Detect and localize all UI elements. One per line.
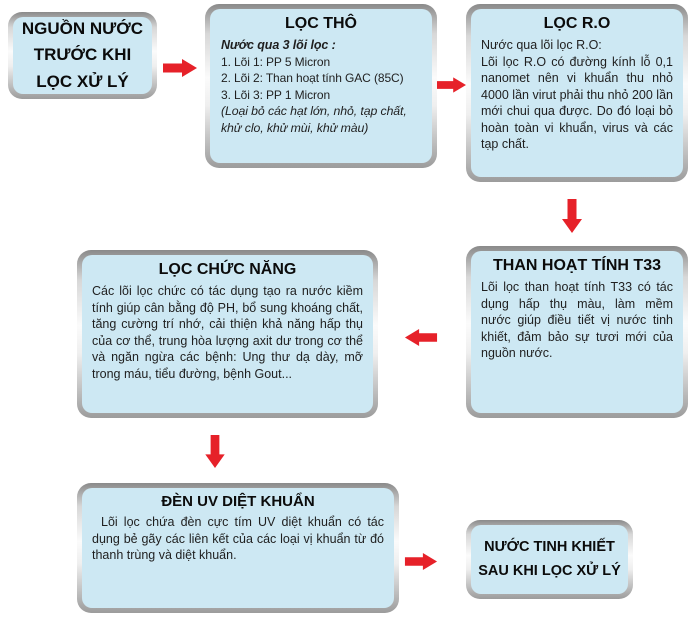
flow-arrow-ro-to-t33 xyxy=(562,199,582,233)
ro-filter-intro: Nước qua lõi lọc R.O: xyxy=(481,38,602,52)
source-water-line1: NGUỒN NƯỚC xyxy=(21,18,144,38)
down-arrow-icon xyxy=(205,435,225,468)
node-source-water: NGUỒN NƯỚC TRƯỚC KHI LỌC XỬ LÝ xyxy=(8,12,157,99)
flow-arrow-source-to-coarse xyxy=(163,59,197,77)
coarse-filter-intro: Nước qua 3 lõi lọc : xyxy=(221,38,336,52)
source-water-line3: LỌC XỬ LÝ xyxy=(36,71,129,91)
left-arrow-icon xyxy=(404,329,438,346)
uv-lamp-title: ĐÈN UV DIỆT KHUẨN xyxy=(161,493,315,510)
node-ro-filter: LỌC R.O Nước qua lõi lọc R.O: Lõi lọc R.… xyxy=(466,4,688,182)
coarse-filter-item-1: 1. Lõi 1: PP 5 Micron xyxy=(221,55,331,69)
pure-water-line1: NƯỚC TINH KHIẾT xyxy=(484,539,615,556)
coarse-filter-item-2: 2. Lõi 2: Than hoạt tính GAC (85C) xyxy=(221,71,404,86)
t33-carbon-description: Lõi lọc than hoạt tính T33 có tác dụng h… xyxy=(481,280,673,360)
coarse-filter-item-3: 3. Lõi 3: PP 1 Micron xyxy=(221,87,331,102)
flow-arrow-functional-to-uv xyxy=(205,435,225,468)
down-arrow-icon xyxy=(562,199,582,233)
pure-water-line2: SAU KHI LỌC XỬ LÝ xyxy=(478,562,621,579)
right-arrow-icon xyxy=(437,77,466,93)
pure-water-label: NƯỚC TINH KHIẾT SAU KHI LỌC XỬ LÝ xyxy=(471,525,628,594)
functional-filter-title: LỌC CHỨC NĂNG xyxy=(158,261,297,278)
ro-filter-title: LỌC R.O xyxy=(543,15,611,32)
t33-carbon-title: THAN HOẠT TÍNH T33 xyxy=(493,257,661,274)
uv-lamp-description: Lõi lọc chứa đèn cực tím UV diệt khuẩn c… xyxy=(92,515,384,562)
flow-arrow-t33-to-functional xyxy=(404,329,438,346)
node-t33-carbon: THAN HOẠT TÍNH T33 Lõi lọc than hoạt tín… xyxy=(466,246,688,418)
right-arrow-icon xyxy=(404,553,438,570)
coarse-filter-details: Nước qua 3 lõi lọc : 1. Lõi 1: PP 5 Micr… xyxy=(221,37,428,136)
ro-filter-description: Lõi lọc R.O có đường kính lỗ 0,1 nanomet… xyxy=(481,54,673,152)
node-pure-water: NƯỚC TINH KHIẾT SAU KHI LỌC XỬ LÝ xyxy=(466,520,633,599)
coarse-filter-title: LỌC THÔ xyxy=(285,15,357,32)
source-water-line2: TRƯỚC KHI xyxy=(33,45,132,65)
functional-filter-description: Các lõi lọc chức có tác dụng tạo ra nước… xyxy=(92,284,363,381)
node-uv-lamp: ĐÈN UV DIỆT KHUẨN Lõi lọc chứa đèn cực t… xyxy=(77,483,399,613)
flow-arrow-coarse-to-ro xyxy=(437,76,466,94)
node-coarse-filter: LỌC THÔ Nước qua 3 lõi lọc : 1. Lõi 1: P… xyxy=(205,4,437,168)
flow-arrow-uv-to-pure xyxy=(404,553,438,570)
node-functional-filter: LỌC CHỨC NĂNG Các lõi lọc chức có tác dụ… xyxy=(77,250,378,418)
right-arrow-icon xyxy=(163,59,197,77)
source-water-label: NGUỒN NƯỚC TRƯỚC KHI LỌC XỬ LÝ xyxy=(13,17,152,94)
coarse-filter-note: (Loại bỏ các hạt lớn, nhỏ, tạp chất, khử… xyxy=(221,103,407,135)
